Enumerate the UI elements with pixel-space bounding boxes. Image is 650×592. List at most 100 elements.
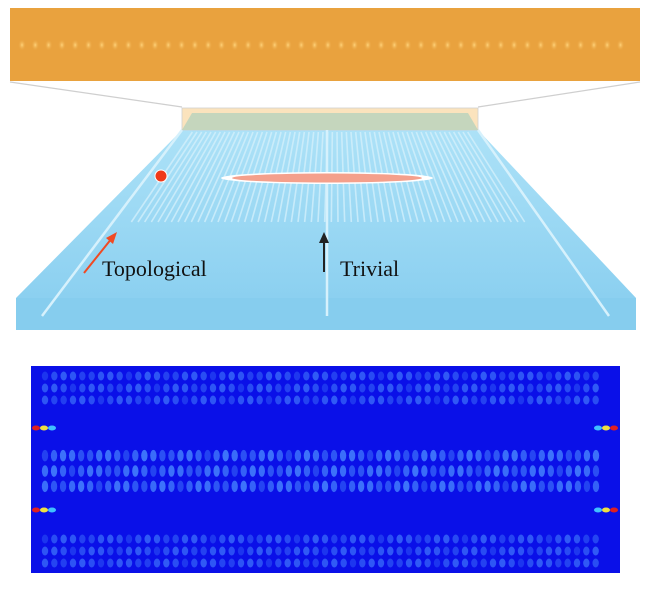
groove — [434, 131, 479, 223]
field-lobe — [415, 534, 422, 544]
field-lobe — [51, 546, 58, 556]
field-lobe — [555, 546, 562, 556]
field-lobe — [181, 371, 189, 381]
field-lobe — [247, 546, 254, 556]
field-lobe — [256, 383, 263, 393]
field-lobe — [493, 449, 500, 462]
topological-label: Topological — [102, 256, 207, 281]
field-lobe — [284, 371, 291, 381]
field-lobe — [123, 480, 130, 493]
field-lobe — [59, 480, 67, 493]
field-lobe — [177, 449, 184, 462]
field-lobe — [275, 383, 282, 393]
field-lobe — [583, 449, 591, 462]
field-lobe — [471, 534, 478, 544]
field-lobe — [116, 395, 123, 405]
field-lobe — [538, 465, 545, 477]
field-lobe — [564, 534, 571, 544]
field-lobe — [520, 465, 527, 477]
field-lobe — [461, 383, 469, 393]
field-lobe — [573, 383, 581, 393]
field-lobe — [68, 480, 76, 493]
field-lobe — [163, 534, 170, 544]
micrograph-spot — [496, 39, 505, 51]
field-lobe — [508, 558, 515, 568]
field-lobe — [258, 480, 265, 493]
field-lobe — [387, 383, 394, 393]
field-lobe — [499, 395, 506, 405]
zoom-connector-left — [9, 81, 183, 108]
field-lobe — [357, 480, 365, 493]
micrograph-spot — [204, 39, 213, 51]
field-lobe — [377, 395, 385, 405]
field-lobe — [69, 534, 77, 544]
field-lobe — [97, 395, 105, 405]
edge-excitation-dot — [154, 169, 168, 183]
micrograph-spot — [18, 39, 26, 51]
field-lobe — [41, 395, 49, 405]
field-lobe — [592, 480, 600, 493]
field-lobe — [439, 465, 446, 477]
field-lobe — [493, 480, 500, 493]
field-lobe — [276, 449, 284, 462]
micrograph-spot — [190, 39, 199, 51]
groove — [420, 131, 459, 223]
field-lobe — [405, 534, 413, 544]
micrograph-spot — [576, 39, 585, 51]
field-lobe — [312, 383, 319, 393]
field-lobe — [424, 383, 431, 393]
field-lobe — [375, 465, 383, 477]
field-lobe — [267, 480, 275, 493]
field-lobe — [303, 449, 311, 462]
field-lobe — [421, 480, 428, 493]
field-lobe — [403, 480, 410, 493]
field-lobe — [213, 465, 220, 477]
field-lobe — [191, 395, 198, 405]
field-lobe — [321, 480, 329, 493]
field-lobe — [312, 480, 320, 493]
groove — [177, 131, 226, 223]
field-lobe — [114, 465, 121, 477]
field-lobe — [508, 546, 515, 556]
micrograph-spot — [350, 39, 359, 51]
field-lobe — [538, 449, 545, 462]
field-lobe — [163, 371, 170, 381]
topological-arrowhead — [106, 232, 117, 244]
field-lobe — [394, 465, 401, 477]
field-lobe — [237, 558, 245, 568]
field-lobe — [228, 534, 235, 544]
field-lobe — [545, 383, 553, 393]
groove — [438, 131, 486, 223]
field-lobe — [107, 383, 114, 393]
field-lobe — [520, 480, 527, 493]
field-lobe — [527, 558, 534, 568]
field-lobe — [529, 480, 536, 493]
field-lobe — [59, 449, 67, 462]
field-lobe — [86, 465, 94, 477]
field-lobe — [349, 558, 357, 568]
field-lobe — [95, 465, 103, 477]
field-lobe — [366, 449, 374, 462]
field-lobe — [249, 465, 256, 477]
field-lobe — [51, 383, 58, 393]
field-lobe — [466, 449, 473, 462]
field-lobe — [359, 534, 366, 544]
field-lobe — [405, 383, 413, 393]
field-lobe — [107, 371, 114, 381]
field-lobe — [209, 558, 217, 568]
field-lobe — [461, 395, 469, 405]
field-lobe — [177, 465, 184, 477]
field-lobe — [499, 371, 506, 381]
field-lobe — [508, 534, 515, 544]
field-lobe — [123, 449, 130, 462]
field-lobe — [125, 558, 133, 568]
field-lobe — [60, 546, 67, 556]
field-lobe — [387, 395, 394, 405]
field-lobe — [172, 534, 179, 544]
field-lobe — [312, 546, 319, 556]
field-lobe — [144, 371, 151, 381]
field-lobe — [377, 546, 385, 556]
field-lobe — [116, 371, 123, 381]
field-lobe — [209, 395, 217, 405]
field-lobe — [41, 465, 49, 477]
